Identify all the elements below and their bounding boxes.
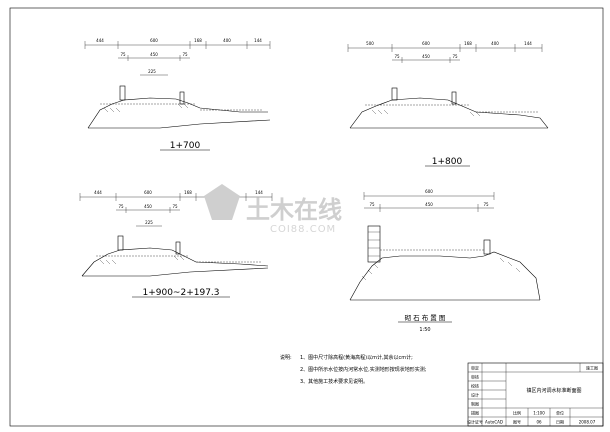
section-1: 444 600 168 400 144 75 450 75 225 1+700 [84,38,271,151]
title-block-drawing-title: 镇区内河调水标准断面图 [526,387,581,394]
watermark-text: 土木在线 [246,196,342,224]
section-3-dim-5: 144 [255,190,263,195]
title-block-row-3: 校核 [471,383,479,389]
detail-dimension-line [363,192,495,212]
watermark-logo-icon [204,184,240,220]
section-2-subdim-2: 450 [422,54,430,59]
title-block-scale-label: 比例 [513,410,521,416]
notes: 说明: 1、图中尺寸除高程(黄海高程)以m计,其余以cm计; 2、图中所示水位按… [280,354,427,385]
section-3-dim-3: 168 [184,190,192,195]
section-3-label: 1+900~2+197.3 [142,288,219,298]
section-1-dimension-line [84,41,271,49]
stone-layout-detail: 600 75 450 75 砌 石 布 置 图 1:50 [349,189,541,333]
title-block-sheet-label: 图号 [513,419,521,425]
title-block-sheet-value: 06 [536,420,542,425]
title-block-row-1: 审定 [471,365,479,371]
title-block-software: AutoCAD [485,420,503,425]
section-1-profile [87,85,271,129]
detail-profile [349,225,541,301]
section-3-subdimension-line [116,207,180,213]
title-block-date-value: 2008.07 [579,420,596,425]
section-1-dim-5: 144 [254,38,262,43]
section-2-subdimension-line [392,57,460,63]
watermark: 土木在线 COI88.COM [204,184,342,235]
section-3-subdim-1: 75 [118,204,124,209]
section-2-dim-3: 168 [464,41,472,46]
title-block-row-4: 设计 [471,392,479,398]
title-block-row-2: 审核 [471,374,479,380]
detail-dim-3: 75 [483,202,489,207]
section-3-dim-1: 444 [94,190,102,195]
notes-heading: 说明: [280,354,292,361]
section-3-profile [81,235,269,277]
section-3-callout-225: 225 [145,220,153,225]
section-3-dim-2: 600 [144,190,152,195]
sheet-border [9,7,604,427]
section-2-dim-5: 144 [524,41,532,46]
detail-dim-2: 450 [425,202,433,207]
title-block-unit-label: 单位 [556,410,564,416]
detail-dim-1: 75 [369,202,375,207]
section-3-subdim-3: 75 [172,204,178,209]
note-1: 1、图中尺寸除高程(黄海高程)以m计,其余以cm计; [300,354,413,361]
note-2: 2、图中所示水位按内河常水位,实测地形按现状地形实测; [300,366,427,373]
section-1-subdim-1: 75 [120,52,126,57]
title-block-scale-value: 1:100 [533,411,545,416]
watermark-subtext: COI88.COM [270,224,336,235]
section-1-subdim-3: 75 [182,52,188,57]
section-2-dimension-line [347,44,543,52]
detail-dim-total: 600 [425,189,433,194]
note-3: 3、其他施工技术要求见说明。 [300,378,368,385]
section-1-dim-3: 168 [194,38,202,43]
section-1-subdimension-line [118,55,190,61]
title-block-row-7: 设计证号 [467,419,483,425]
title-block: 施工图 审定 审核 校核 设计 制图 描图 设计证号 镇区内河调水标准断面图 比… [467,362,604,427]
section-1-subdim-2: 450 [150,52,158,57]
section-2-dim-4: 400 [491,41,499,46]
detail-scale: 1:50 [419,327,430,333]
section-1-dim-4: 400 [223,38,231,43]
section-2-subdim-1: 75 [394,54,400,59]
section-3: 444 600 168 400 144 75 450 75 225 1+900~… [79,190,273,298]
section-1-callout-225: 225 [148,69,156,74]
detail-title: 砌 石 布 置 图 [405,313,446,322]
section-1-dim-1: 444 [96,38,104,43]
section-2-dim-2: 600 [422,41,430,46]
section-2-label: 1+800 [432,157,463,167]
section-3-subdim-2: 450 [144,204,152,209]
title-block-date-label: 日期 [556,419,564,425]
section-2-subdim-3: 75 [452,54,458,59]
title-block-row-6: 描图 [471,410,479,416]
section-3-dimension-line [79,193,273,201]
title-block-stage: 施工图 [586,365,598,371]
section-1-label: 1+700 [170,141,201,151]
section-2-dim-1: 500 [366,41,374,46]
section-2: 500 600 168 400 144 75 450 75 1+800 [347,41,549,167]
title-block-row-5: 制图 [471,401,479,407]
section-2-profile [349,87,549,129]
section-1-dim-2: 600 [150,38,158,43]
